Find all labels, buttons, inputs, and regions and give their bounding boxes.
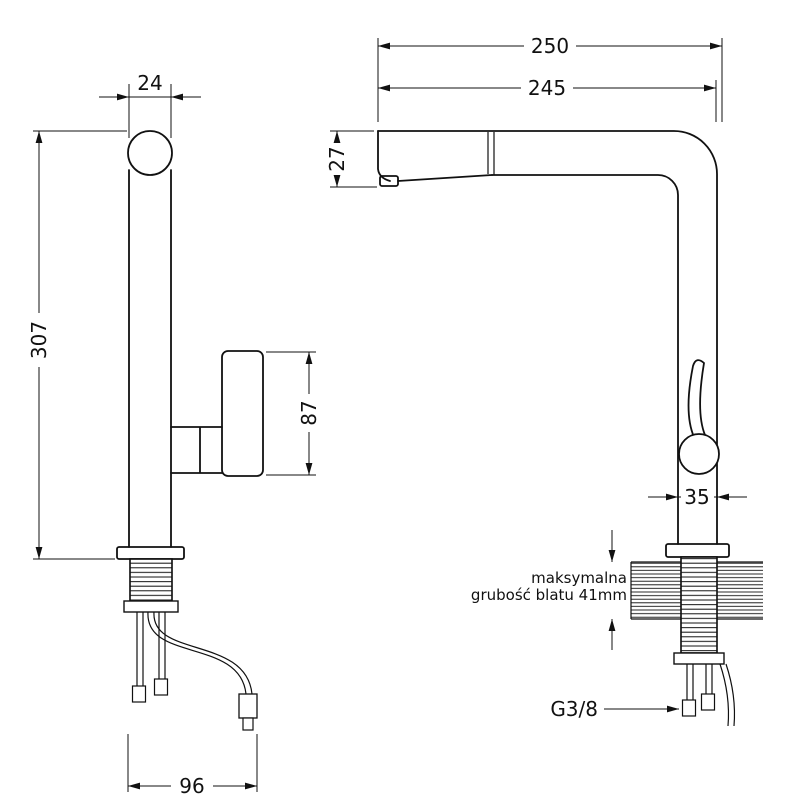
countertop [630,556,763,654]
dim-handle-87: 87 [266,351,321,476]
stud-nut-left-2 [153,678,169,696]
dim-96-label: 96 [179,774,204,798]
shank-threads-left [129,558,173,602]
dim-250-label: 250 [531,34,569,58]
dim-35-label: 35 [684,485,709,509]
dim-body-35: 35 [648,485,747,509]
thread-size-label: G3/8 [550,697,598,721]
locknut-left [123,600,179,613]
spout-bottom-edge [397,174,493,182]
dim-87-label: 87 [297,400,321,425]
arm-outer [377,130,718,545]
dim-height-307: 307 [27,130,127,560]
pullout-joint [487,132,495,175]
supply-hose-left [147,611,258,731]
note-line2: grubość blatu 41mm [471,586,627,604]
base-flange-right [665,543,730,558]
mount-studs-left [131,612,169,703]
dim-top-width-24: 24 [99,71,201,138]
stud-nut-right-1 [681,699,697,717]
riser-pipe [128,169,172,548]
note-line1: maksymalna [531,569,627,587]
handle-mount [170,426,223,474]
hose-fitting-left [238,693,258,719]
shank-threads-right [680,556,718,654]
supply-hose-right [719,663,736,727]
left-undermount [123,558,258,731]
counter-thickness-note: maksymalna grubość blatu 41mm [471,530,627,650]
stud-nut-right-2 [700,693,716,711]
dim-27-label: 27 [325,146,349,171]
thread-size-callout: G3/8 [550,697,679,721]
spout-tip [377,130,391,182]
dim-inner-245: 245 [378,76,717,122]
dim-24-label: 24 [137,71,162,95]
locknut-right [673,652,725,665]
base-flange-left [116,546,185,560]
dim-245-label: 245 [528,76,566,100]
dim-spout-27: 27 [325,130,377,188]
swivel-cap [127,130,173,176]
dim-overall-250: 250 [377,34,723,122]
handle-blade-side [221,350,264,477]
dim-base-96: 96 [127,734,258,798]
lever-pivot [678,433,720,475]
left-view [116,130,264,560]
lever-handle [687,359,706,438]
hose-connector-left [242,717,254,731]
right-view [377,130,730,558]
mount-studs-right [681,664,716,717]
right-undermount [673,652,736,727]
stud-nut-left-1 [131,685,147,703]
arm-inner [491,174,679,545]
dim-307-label: 307 [27,321,51,359]
